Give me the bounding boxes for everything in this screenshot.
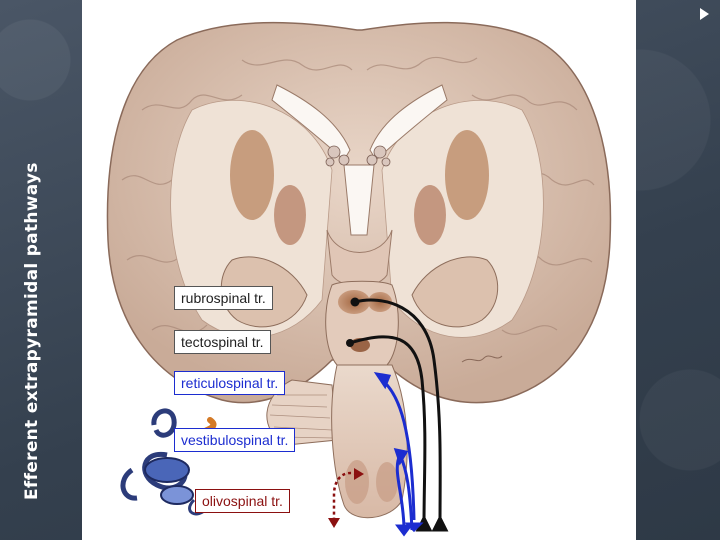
putamen-left [230,130,274,220]
triangle-right-icon[interactable] [700,8,709,20]
brain-illustration-panel: rubrospinal tr. tectospinal tr. reticulo… [82,0,636,540]
slide-title: Efferent extrapyramidal pathways [22,162,42,500]
vestibulospinal-label: vestibulospinal tr. [174,428,295,452]
reticulospinal-label: reticulospinal tr. [174,371,285,395]
brain-section-illustration [82,0,636,540]
tectospinal-label: tectospinal tr. [174,330,271,354]
brainstem [332,365,408,518]
rubrospinal-label: rubrospinal tr. [174,286,273,310]
inferior-olive [345,460,369,504]
olivospinal-label: olivospinal tr. [195,489,290,513]
title-band: Efferent extrapyramidal pathways [0,0,80,540]
